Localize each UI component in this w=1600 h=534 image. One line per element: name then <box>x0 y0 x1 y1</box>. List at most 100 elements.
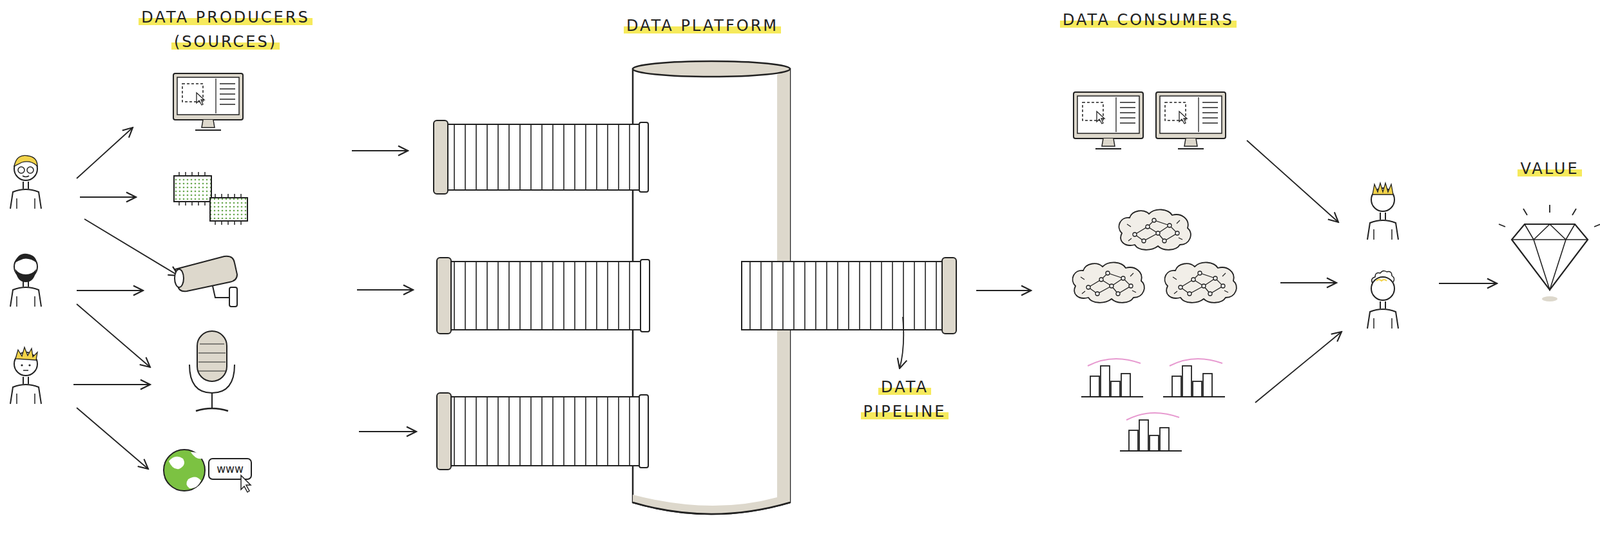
person-icon <box>18 166 25 174</box>
person-icon <box>10 279 42 307</box>
person-icon <box>1371 270 1395 284</box>
person-icon <box>22 175 29 178</box>
cylinder-body <box>632 68 791 515</box>
icon-text: www <box>216 462 244 476</box>
flow-arrow <box>351 150 408 152</box>
monitor-icon <box>173 73 243 131</box>
data-pipeline <box>436 393 649 470</box>
flow-arrow <box>76 407 149 470</box>
gem-shadow <box>1542 296 1558 302</box>
chart-icon <box>1163 358 1225 397</box>
flow-arrow <box>76 304 151 368</box>
person-icon <box>27 166 34 174</box>
node-heading: VALUE <box>1501 157 1599 181</box>
microphone-icon <box>195 408 229 412</box>
person-icon <box>28 364 31 367</box>
chart-icon <box>1119 413 1182 452</box>
data-pipeline <box>436 257 452 334</box>
person-icon <box>10 155 42 209</box>
leader-line <box>899 317 904 369</box>
person-icon <box>1367 212 1399 240</box>
data-pipeline <box>436 393 452 470</box>
flow-arrow <box>84 219 179 276</box>
gem-facets <box>1511 224 1588 290</box>
data-pipeline <box>942 257 957 334</box>
microphone-icon <box>189 331 235 412</box>
monitor-icon <box>1156 92 1226 149</box>
cylinder-edge <box>632 502 791 515</box>
flow-arrow <box>1280 282 1337 284</box>
person-icon <box>14 155 38 167</box>
platform-cylinder: DATA PLATFORM <box>599 10 806 526</box>
person-icon <box>14 157 38 181</box>
flow-arrow <box>73 384 151 386</box>
node-heading: DATA PLATFORM <box>599 14 806 38</box>
camera-icon <box>175 256 238 292</box>
data-pipeline <box>451 396 640 466</box>
data-pipeline <box>447 124 640 191</box>
model-icon <box>1165 262 1237 303</box>
flow-arrow <box>1255 331 1342 403</box>
web-icon <box>240 475 251 493</box>
cylinder-top <box>632 61 791 77</box>
flow-arrow <box>79 196 136 198</box>
flow-arrow <box>358 431 417 433</box>
camera-icon <box>174 256 238 307</box>
chip-icon <box>179 172 205 206</box>
person-icon <box>23 369 29 372</box>
web-icon <box>208 458 252 480</box>
flow-arrow <box>1246 140 1497 403</box>
node-heading-text: VALUE <box>1517 159 1582 178</box>
data-pipeline <box>433 120 448 194</box>
web-icon <box>163 449 205 492</box>
person-icon <box>1371 188 1395 212</box>
person-icon <box>20 364 23 367</box>
flow-arrow <box>76 127 133 179</box>
person-icon <box>15 269 37 283</box>
section-title-box: DATA PRODUCERS (SOURCES) <box>132 5 319 55</box>
person-icon <box>1372 183 1394 195</box>
model-icon <box>1072 262 1145 303</box>
gem-rays <box>1498 204 1600 227</box>
callout-label-box: DATA PIPELINE <box>853 375 957 425</box>
person-icon <box>14 253 37 263</box>
data-pipeline <box>433 120 649 194</box>
person-icon <box>1367 301 1399 329</box>
person-icon <box>10 181 42 209</box>
microphone-icon <box>198 344 226 372</box>
camera-icon <box>174 269 184 288</box>
web-icon <box>168 452 203 490</box>
person-icon <box>10 376 42 405</box>
person-icon <box>1376 279 1387 281</box>
chip-icon <box>210 197 248 222</box>
model-icon <box>1119 209 1191 250</box>
cylinder-shade <box>632 68 791 515</box>
chart-icon <box>1081 358 1144 397</box>
person-icon <box>1367 183 1399 240</box>
value-gem: VALUE <box>1501 153 1599 309</box>
flow-arrow <box>356 289 414 291</box>
flow-arrow <box>76 289 144 292</box>
flow-arrow <box>1246 140 1339 223</box>
section-title: DATA PRODUCERS (SOURCES) <box>138 8 312 51</box>
chip-icon <box>173 172 248 225</box>
microphone-icon <box>197 331 227 382</box>
person-icon <box>14 352 38 376</box>
section-title-box: DATA CONSUMERS <box>1060 7 1280 33</box>
flow-arrow <box>1438 282 1497 285</box>
person-icon <box>14 255 38 279</box>
person-icon <box>1371 277 1395 301</box>
flow-arrow <box>976 289 1032 292</box>
person-icon <box>10 253 42 307</box>
camera-icon <box>212 286 231 298</box>
microphone-icon <box>211 393 213 409</box>
person-icon <box>1367 270 1399 329</box>
person-icon <box>23 269 29 271</box>
platform-cylinder-shape <box>599 10 806 526</box>
web-icon <box>163 449 252 493</box>
node-heading-text: DATA PLATFORM <box>623 16 781 35</box>
chip-icon <box>173 175 212 202</box>
chip-icon <box>215 193 241 225</box>
